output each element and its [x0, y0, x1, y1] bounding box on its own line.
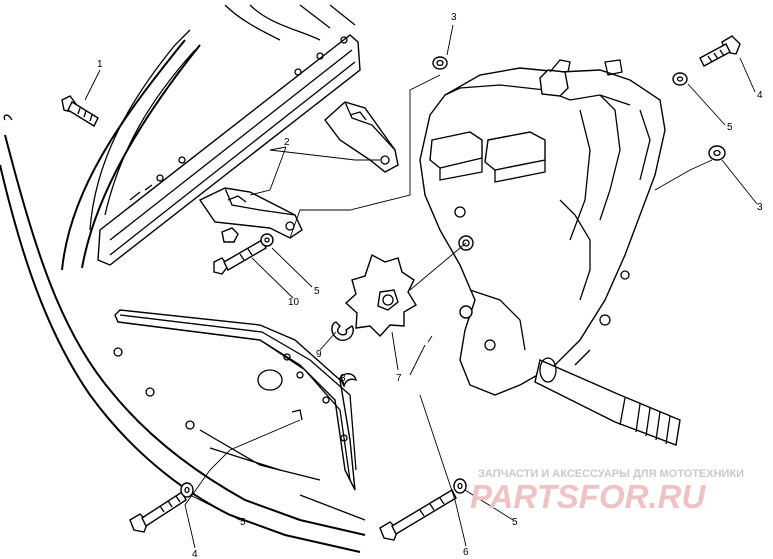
callout-5-top: 5	[727, 122, 733, 133]
callout-5-bottom-left: 5	[240, 517, 246, 528]
callout-9: 9	[316, 349, 322, 360]
lower-mount-plate	[114, 309, 357, 491]
washer-5-mid	[260, 233, 274, 247]
bolt-10	[213, 239, 267, 275]
washer-5-bottom-right	[453, 478, 467, 494]
callout-labels: 1 2 3 3 4 4 5 5 5 5 6 7 8 9 10	[97, 12, 763, 559]
watermark-tagline: ЗАПЧАСТИ И АКСЕССУАРЫ ДЛЯ МОТОТЕХНИКИ	[478, 468, 744, 480]
callout-5-bottom-right: 5	[512, 517, 518, 528]
callout-3-right: 3	[757, 202, 763, 213]
frame-tubes	[0, 4, 366, 553]
nut-small	[221, 227, 239, 243]
bolt-1	[61, 95, 99, 127]
callout-7: 7	[396, 373, 402, 384]
upper-rail	[97, 34, 361, 266]
bolt-4-top	[699, 35, 741, 67]
callout-6: 6	[463, 547, 469, 558]
nut-3-top	[432, 56, 448, 70]
snap-ring-9	[331, 321, 354, 341]
callout-4-bottom: 4	[192, 549, 198, 559]
washer-5-bottom-left	[180, 482, 194, 498]
bolt-4-bottom	[129, 490, 187, 533]
nut-3-right	[708, 145, 726, 161]
leader-lines	[84, 24, 758, 549]
callout-1: 1	[97, 59, 103, 70]
transmission-housing	[419, 59, 666, 396]
mount-bracket-upper	[324, 101, 399, 173]
output-shaft	[534, 357, 681, 446]
callout-3-top: 3	[451, 12, 457, 23]
drive-sprocket	[344, 253, 417, 338]
watermark: ЗАПЧАСТИ И АКСЕССУАРЫ ДЛЯ МОТОТЕХНИКИ PA…	[470, 468, 744, 515]
washer-5-top	[672, 72, 688, 86]
callout-10: 10	[288, 297, 300, 308]
callout-8: 8	[340, 373, 346, 384]
callout-4-top: 4	[757, 90, 763, 101]
bolt-6	[379, 489, 457, 541]
callout-2: 2	[284, 137, 290, 148]
callout-5-mid: 5	[314, 286, 320, 297]
mount-bracket-lower	[198, 187, 303, 239]
watermark-brand: PARTSFOR.RU	[470, 478, 706, 515]
